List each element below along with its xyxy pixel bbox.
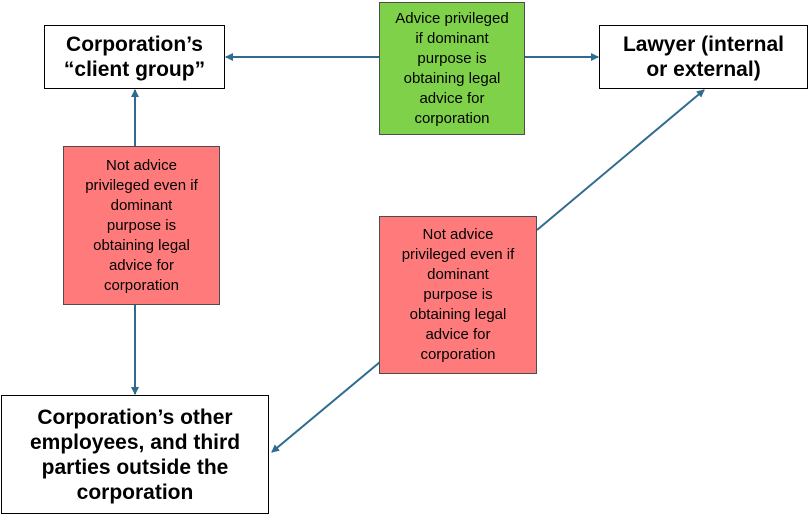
arrow-to-others-diagonal	[271, 361, 381, 453]
client-group-box: Corporation’s “client group”	[44, 25, 225, 89]
others-box: Corporation’s other employees, and third…	[1, 395, 269, 514]
not-privileged-note-right: Not advice privileged even if dominant p…	[379, 216, 537, 374]
privileged-note: Advice privileged if dominant purpose is…	[379, 2, 525, 135]
arrow-to-lawyer-diagonal	[536, 89, 705, 231]
not-privileged-note-left: Not advice privileged even if dominant p…	[63, 146, 220, 305]
client-group-label: Corporation’s “client group”	[63, 33, 206, 81]
not-privileged-note-right-text: Not advice privileged even if dominant p…	[401, 226, 515, 363]
lawyer-label: Lawyer (internal or external)	[622, 33, 785, 81]
others-label: Corporation’s other employees, and third…	[29, 405, 241, 504]
lawyer-box: Lawyer (internal or external)	[599, 25, 808, 89]
not-privileged-note-left-text: Not advice privileged even if dominant p…	[85, 156, 198, 294]
privileged-note-text: Advice privileged if dominant purpose is…	[395, 9, 509, 127]
